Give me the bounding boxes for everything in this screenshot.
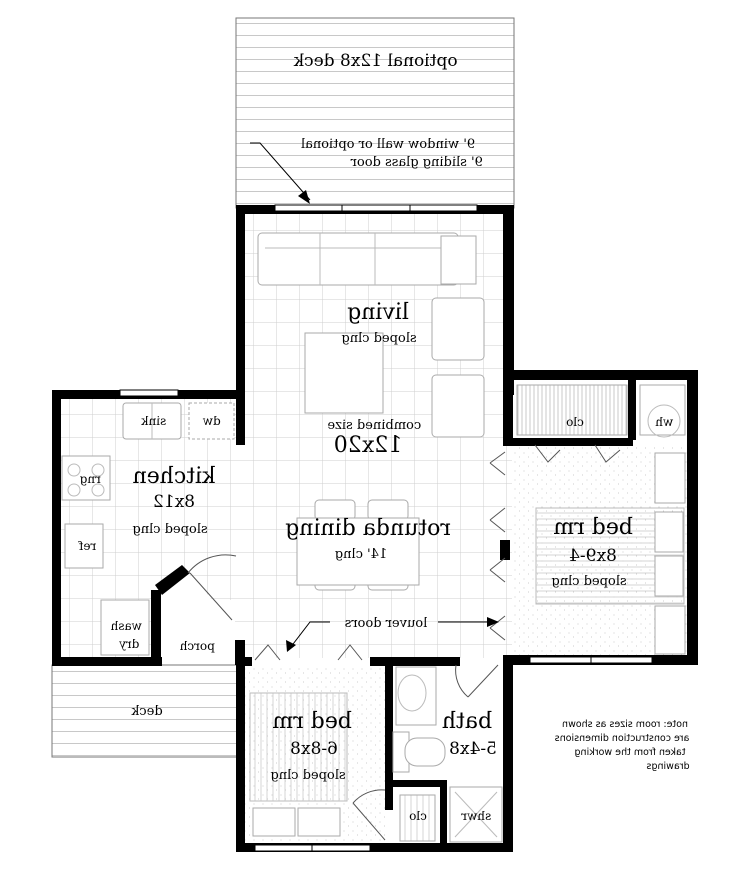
water-heater-label: wh <box>655 415 673 429</box>
dishwasher-label: dw <box>202 414 221 428</box>
note-line-2: are construction dimensions <box>555 733 690 744</box>
porch-floor <box>160 570 235 660</box>
windows <box>119 204 653 852</box>
shower-label: shwr <box>461 809 491 823</box>
refrigerator-label: ref <box>77 539 96 553</box>
bath-label: bath <box>442 709 492 734</box>
closet1-label: clo <box>566 415 584 429</box>
closet2-label: clo <box>409 809 427 823</box>
sink-label: sink <box>141 414 167 428</box>
bedroom2-size: 6-8x8 <box>290 739 338 759</box>
kitchen-size: 8x12 <box>153 492 195 512</box>
bath-size: 5-4x8 <box>449 739 497 759</box>
labels: optional 12x8 deck 9' window wall or opt… <box>77 51 689 823</box>
dining-ceiling: 14' clng <box>335 547 387 562</box>
bedroom2-label: bed rm <box>272 709 352 734</box>
bedroom1-label: bed rm <box>553 515 633 540</box>
bottom-deck <box>51 664 240 758</box>
living-furniture <box>257 232 485 438</box>
dining-table <box>296 499 420 591</box>
note-line-3: taken from the working <box>574 747 685 758</box>
living-label: living <box>347 300 409 325</box>
washer-label: wash <box>110 619 142 633</box>
bedroom1-ceiling: sloped clng <box>551 574 626 589</box>
note-line-4: drawings <box>646 761 689 772</box>
porch-label: porch <box>179 639 214 653</box>
kitchen-label: kitchen <box>133 464 216 489</box>
bedroom1-size: 8x9-4 <box>569 546 617 566</box>
kitchen-ceiling: sloped clng <box>132 522 207 537</box>
note-line-1: note: room sizes as shown <box>562 719 688 730</box>
living-ceiling: sloped clng <box>341 331 416 346</box>
bedroom2-ceiling: sloped clng <box>270 768 345 783</box>
living-combined-size: 12x20 <box>334 433 402 458</box>
dryer-label: dry <box>119 637 139 651</box>
bed1-furniture <box>516 384 686 655</box>
window-wall-callout-line2: 9' sliding glass door <box>350 155 483 170</box>
range-label: rng <box>79 472 100 486</box>
doors <box>187 389 621 841</box>
kitchen-fixtures <box>61 402 235 656</box>
louver-doors-callout: louver doors <box>345 616 428 631</box>
bed2-bath-furniture <box>249 666 503 843</box>
window-wall-callout-line1: 9' window wall or optional <box>301 137 475 152</box>
top-deck-label: optional 12x8 deck <box>293 51 457 71</box>
dining-label: rotunda dining <box>285 516 451 541</box>
top-deck <box>235 17 515 209</box>
bottom-deck-label: deck <box>131 704 162 719</box>
callout-arrows <box>250 142 499 652</box>
living-combined-label: combined size <box>327 418 421 433</box>
